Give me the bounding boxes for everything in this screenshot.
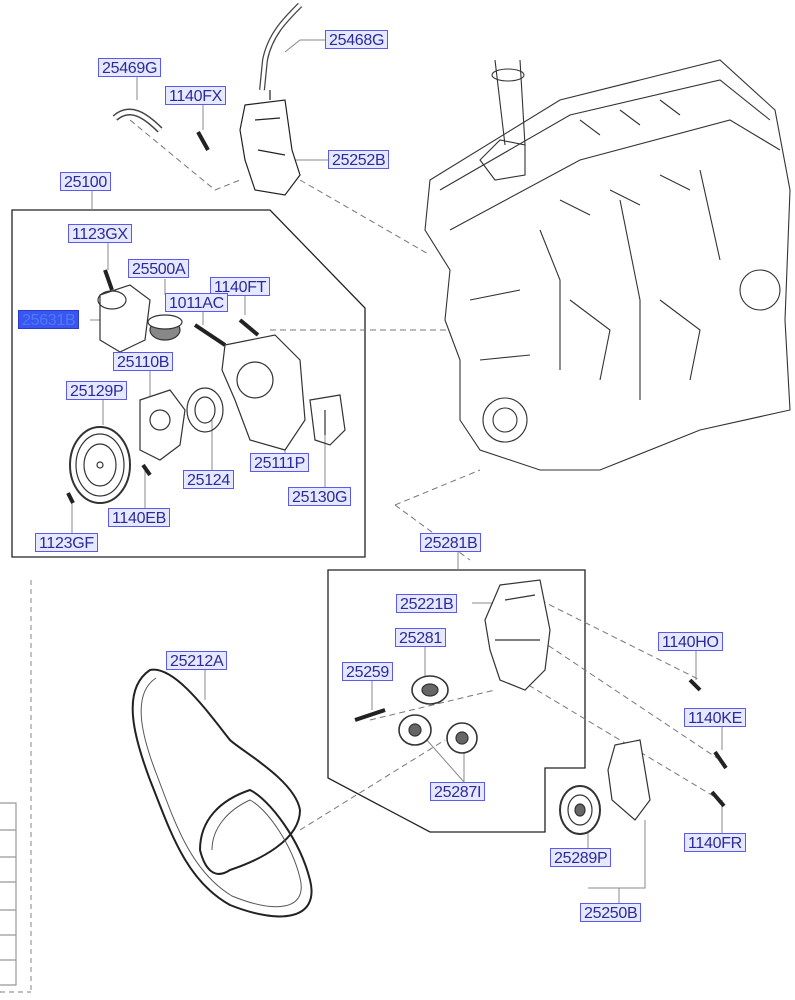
bolt-1123GX: [103, 269, 114, 291]
thermostat-housing-25631B: [97, 284, 151, 353]
drive-belt-25212A: [131, 668, 313, 918]
hose-25468G: [259, 2, 303, 91]
part-label-25130g[interactable]: 25130G: [288, 487, 352, 506]
pulley-25129P: [69, 426, 131, 504]
part-label-25281b[interactable]: 25281B: [420, 533, 482, 552]
side-table: [0, 580, 32, 993]
group-box-25281B: [327, 569, 586, 833]
bolt-1140FX: [196, 131, 210, 151]
bracket-25252B: [239, 90, 301, 196]
part-label-25100[interactable]: 25100: [60, 172, 111, 191]
idler-25287I: [398, 714, 478, 754]
bolt-1140HO: [688, 678, 702, 692]
tensioner-25281: [411, 675, 449, 705]
part-label-25289p[interactable]: 25289P: [550, 848, 612, 867]
part-label-25468g[interactable]: 25468G: [325, 30, 389, 49]
part-label-1140fr[interactable]: 1140FR: [684, 833, 746, 852]
thermostat-25500A: [147, 314, 183, 341]
bracket-25250B: [607, 739, 651, 821]
part-label-25500a[interactable]: 25500A: [128, 259, 190, 278]
bracket-25221B: [484, 579, 551, 691]
part-label-25259[interactable]: 25259: [342, 662, 393, 681]
bolt-25259: [354, 708, 386, 722]
part-label-1011ac[interactable]: 1011AC: [165, 293, 228, 312]
gasket-25130G: [309, 394, 346, 446]
hose-25469G: [112, 108, 163, 133]
part-label-25212a[interactable]: 25212A: [166, 651, 228, 670]
part-label-25221b[interactable]: 25221B: [396, 594, 458, 613]
part-label-1140ho[interactable]: 1140HO: [658, 632, 723, 651]
engine-assembly: [424, 59, 791, 471]
part-label-1140ft[interactable]: 1140FT: [210, 277, 271, 296]
gasket-25124: [186, 387, 224, 433]
bolt-1140FT: [238, 318, 260, 337]
part-label-25287i[interactable]: 25287I: [430, 782, 486, 801]
bolt-1123GF: [66, 492, 75, 504]
group-box-25100: [11, 209, 366, 558]
part-label-1123gx[interactable]: 1123GX: [68, 224, 132, 243]
part-label-25281[interactable]: 25281: [395, 628, 446, 647]
pulley-25289P: [559, 785, 601, 835]
part-label-25110b[interactable]: 25110B: [113, 352, 174, 371]
part-label-25252b[interactable]: 25252B: [328, 150, 390, 169]
part-label-25124[interactable]: 25124: [183, 470, 234, 489]
water-pump-25110B: [139, 389, 186, 461]
leader-lines: [71, 39, 723, 903]
bolt-1011AC: [193, 323, 227, 347]
bolt-1140EB: [141, 463, 152, 477]
part-label-1123gf[interactable]: 1123GF: [35, 533, 98, 552]
bolt-1140FR: [710, 790, 726, 808]
part-label-1140eb[interactable]: 1140EB: [108, 508, 170, 527]
part-label-1140fx[interactable]: 1140FX: [165, 86, 227, 105]
part-label-25250b[interactable]: 25250B: [580, 903, 642, 922]
bolt-1140KE: [713, 750, 728, 770]
part-label-25129p[interactable]: 25129P: [66, 381, 128, 400]
part-label-25469g[interactable]: 25469G: [98, 58, 162, 77]
pump-housing-25111P: [221, 334, 306, 451]
dashed-lines: [129, 119, 721, 831]
part-label-1140ke[interactable]: 1140KE: [684, 708, 746, 727]
part-label-25631b[interactable]: 25631B: [18, 310, 80, 329]
part-label-25111p[interactable]: 25111P: [250, 453, 309, 472]
